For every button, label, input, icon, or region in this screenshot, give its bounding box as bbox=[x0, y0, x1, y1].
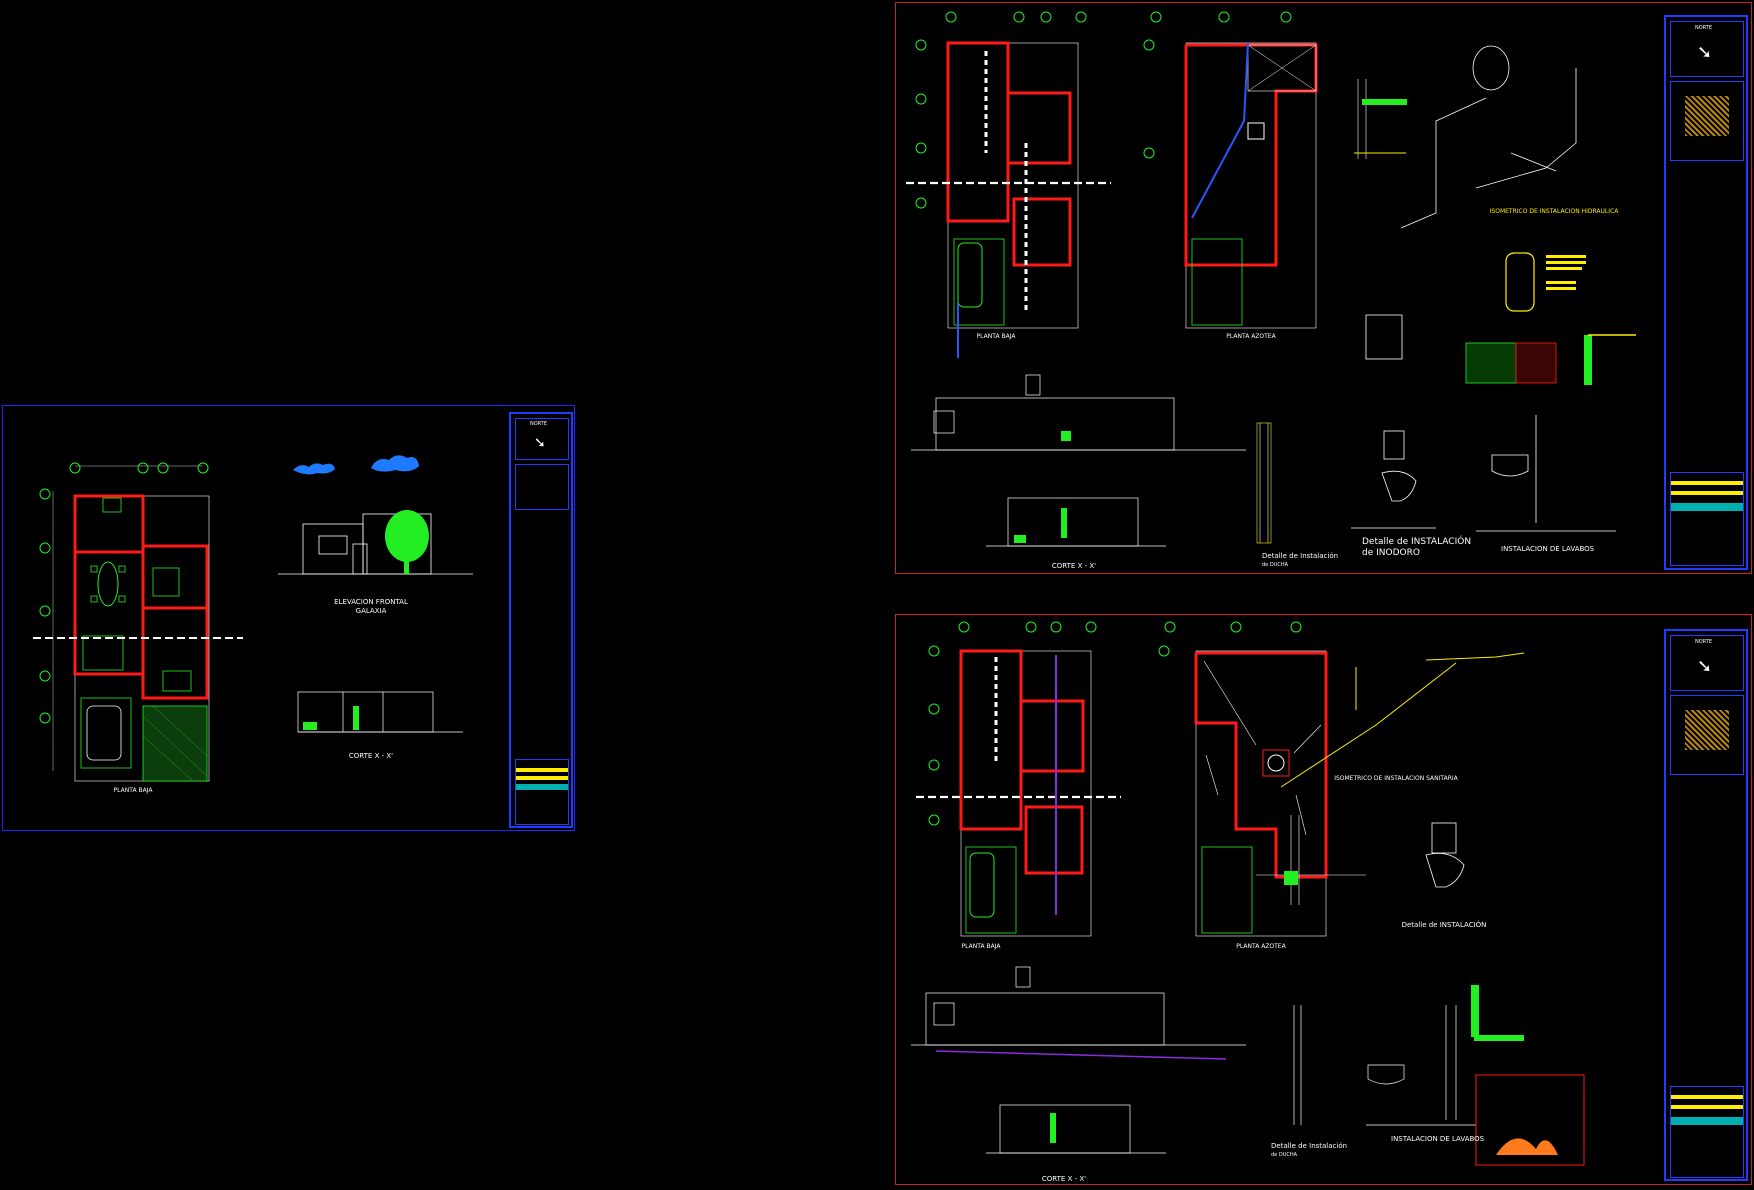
label-isometrico-sanitaria: ISOMETRICO DE INSTALACION SANITARIA bbox=[1334, 775, 1458, 782]
instalacion-lavabos-title: INSTALACION DE LAVABOS bbox=[1501, 545, 1595, 553]
detalle-ducha-subtitle: de DUCHA bbox=[1262, 562, 1289, 568]
north-box-top: NORTE ➘ bbox=[1670, 21, 1744, 77]
label-planta-baja-san: PLANTA BAJA bbox=[962, 943, 1002, 950]
label-planta-azotea-san: PLANTA AZOTEA bbox=[1236, 943, 1286, 950]
label-corte-left: CORTE X - X' bbox=[349, 752, 393, 760]
label-corte-top: CORTE X - X' bbox=[1052, 562, 1096, 570]
label-planta-baja: PLANTA BAJA bbox=[114, 787, 154, 794]
north-arrow-icon-bot: ➘ bbox=[1697, 656, 1713, 677]
titleblock-left: NORTE ➘ bbox=[509, 412, 573, 828]
north-box: NORTE ➘ bbox=[515, 418, 569, 460]
detalle-inodoro-subtitle: de INODORO bbox=[1362, 548, 1420, 558]
detalle-ducha-title-bot: Detalle de Instalación bbox=[1271, 1142, 1348, 1150]
titleblock-top: NORTE ➘ bbox=[1664, 15, 1748, 570]
north-label-bot: NORTE bbox=[1695, 639, 1712, 645]
sheet-hydraulic[interactable]: PLANTA BAJA PLANTA AZOTEA ISOMETRICO DE … bbox=[895, 2, 1752, 574]
north-label: NORTE bbox=[530, 421, 547, 427]
label-elevacion-frontal: ELEVACION FRONTAL bbox=[334, 598, 408, 606]
north-arrow-icon: ➘ bbox=[534, 435, 546, 451]
sheet-sanitary[interactable]: PLANTA BAJA PLANTA AZOTEA ISOMETRICO DE … bbox=[895, 614, 1752, 1185]
label-detalle-inodoro-san: Detalle de INSTALACIÓN bbox=[1402, 920, 1487, 929]
titleblock-stamp-top bbox=[1670, 472, 1744, 566]
north-arrow-icon-top: ➘ bbox=[1697, 42, 1713, 63]
label-galaxia: GALAXIA bbox=[356, 607, 387, 615]
titleblock-stamp bbox=[515, 759, 569, 825]
label-corte-bot: CORTE X - X' bbox=[1042, 1175, 1086, 1183]
sanitary-drawing: PLANTA BAJA PLANTA AZOTEA ISOMETRICO DE … bbox=[911, 621, 1585, 1183]
instalacion-lavabos-title-bot: INSTALACION DE LAVABOS bbox=[1391, 1135, 1485, 1143]
detalle-ducha-title: Detalle de Instalación bbox=[1262, 552, 1339, 560]
label-planta-baja-hidr: PLANTA BAJA bbox=[977, 333, 1017, 340]
label-planta-azotea-hidr: PLANTA AZOTEA bbox=[1226, 333, 1276, 340]
north-box-bot: NORTE ➘ bbox=[1670, 635, 1744, 691]
architectural-drawing: PLANTA BAJA ELEVACION FRONTAL GALAXIA CO… bbox=[33, 455, 473, 794]
detalle-ducha-subtitle-bot: de DUCHA bbox=[1271, 1152, 1298, 1158]
titleblock-bot: NORTE ➘ bbox=[1664, 629, 1748, 1181]
titleblock-stamp-bot bbox=[1670, 1086, 1744, 1178]
detalle-inodoro-title: Detalle de INSTALACIÓN bbox=[1362, 537, 1472, 547]
key-plan-box-top bbox=[1670, 81, 1744, 161]
key-plan-box-bot bbox=[1670, 695, 1744, 775]
label-isometrico-hidraulica: ISOMETRICO DE INSTALACION HIDRAULICA bbox=[1490, 208, 1620, 215]
key-plan-box bbox=[515, 464, 569, 510]
sheet-architectural[interactable]: PLANTA BAJA ELEVACION FRONTAL GALAXIA CO… bbox=[2, 405, 575, 831]
hydraulic-drawing: PLANTA BAJA PLANTA AZOTEA ISOMETRICO DE … bbox=[906, 11, 1636, 570]
north-label-top: NORTE bbox=[1695, 25, 1712, 31]
